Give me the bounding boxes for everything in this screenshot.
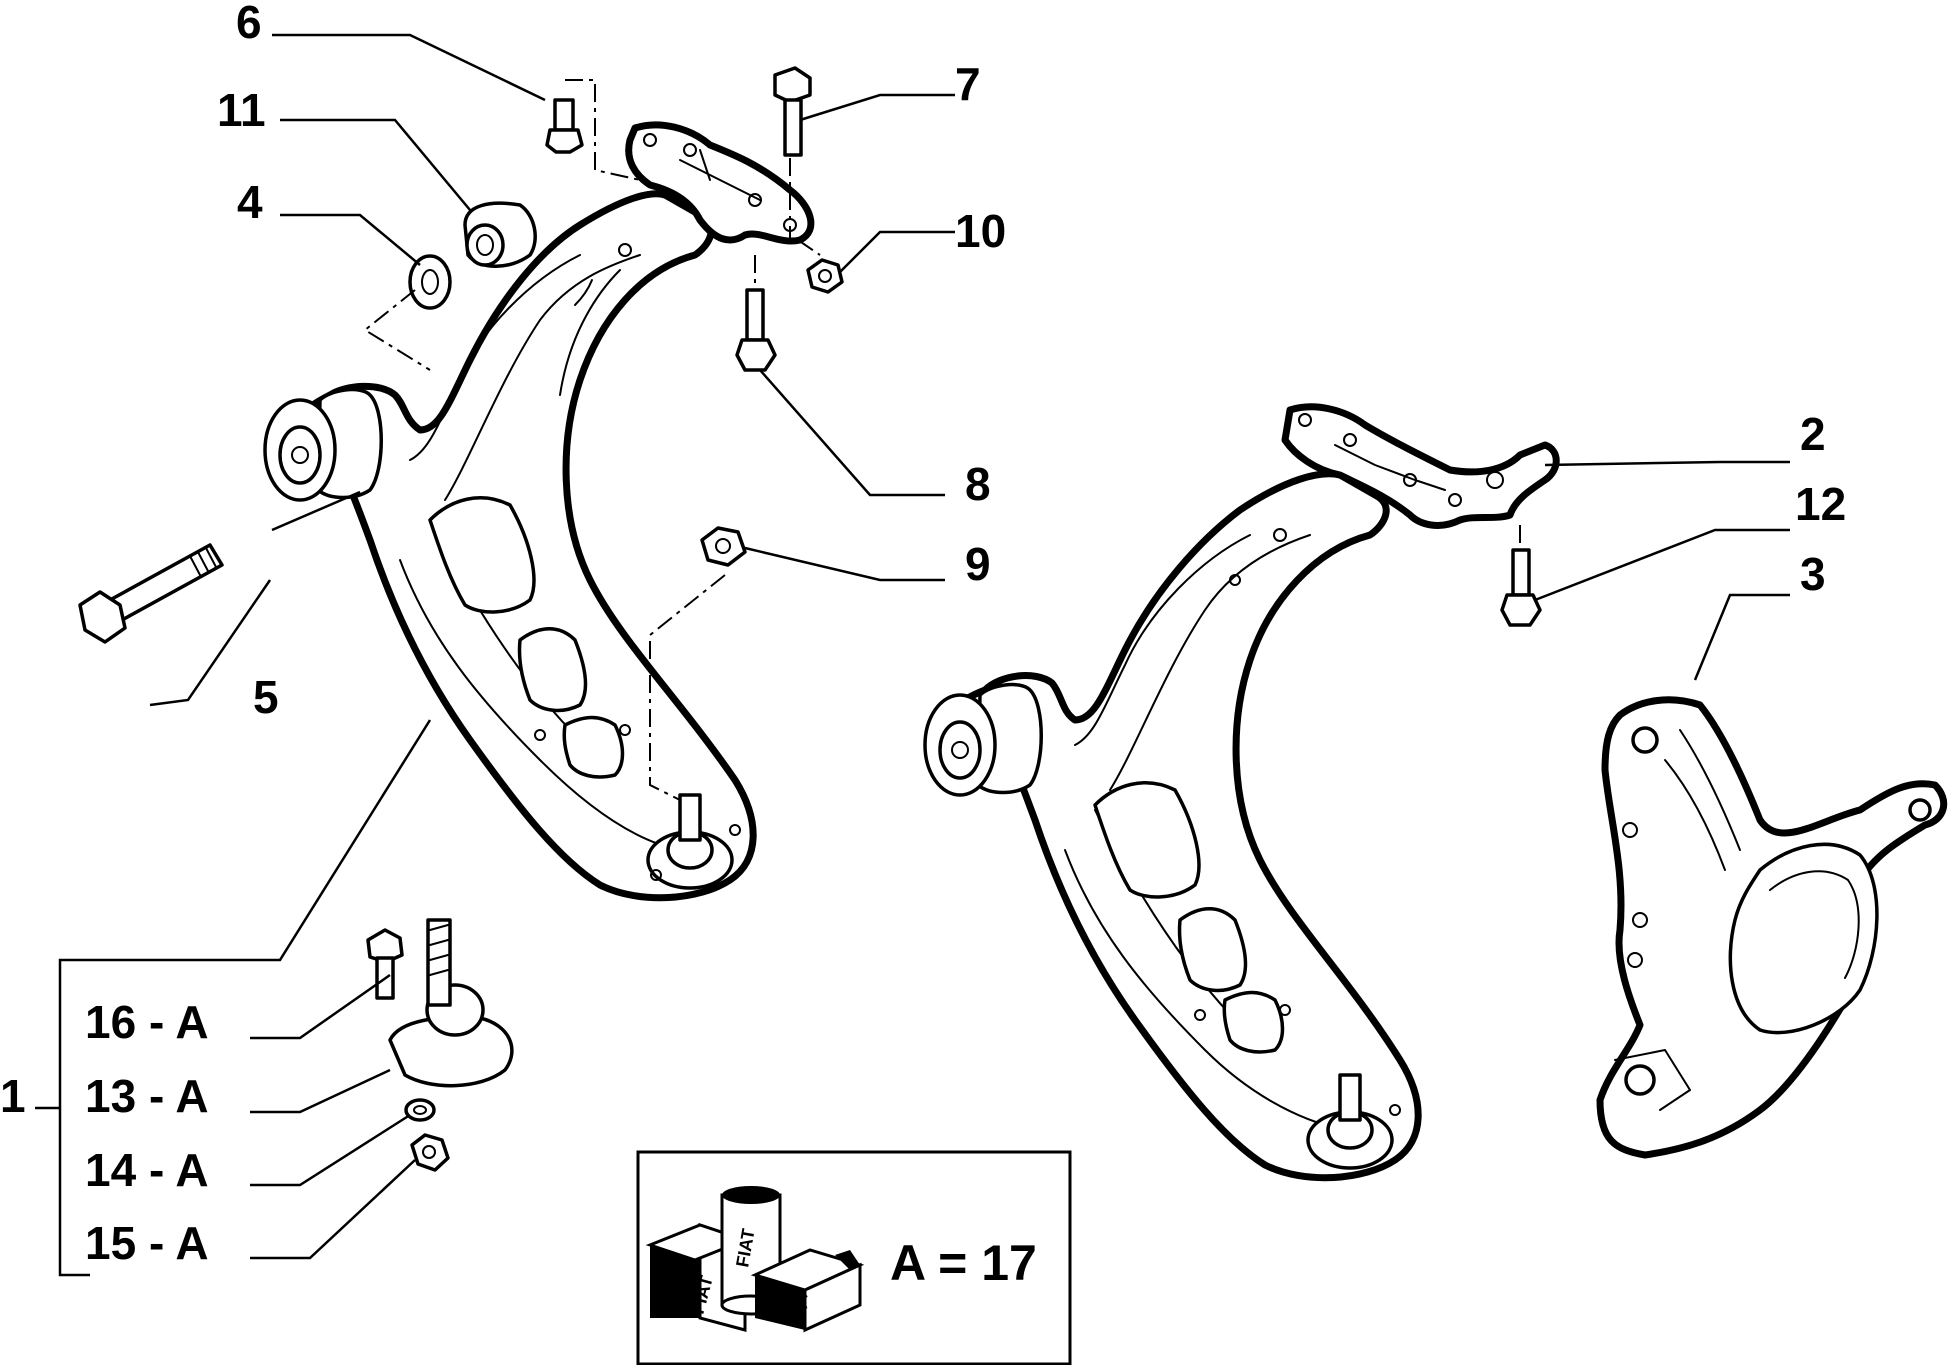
callout-3: 3 xyxy=(1800,548,1826,600)
bolt-7 xyxy=(773,66,812,157)
callout-8: 8 xyxy=(965,458,991,510)
bolt-6 xyxy=(545,98,584,154)
callout-7: 7 xyxy=(955,58,981,110)
nut-10 xyxy=(806,258,844,294)
legend-text: A = 17 xyxy=(890,1235,1037,1291)
callout-5: 5 xyxy=(253,671,279,723)
callout-13-A: 13 - A xyxy=(85,1070,209,1122)
callout-2: 2 xyxy=(1800,408,1826,460)
legend-box: FIAT FIAT FIAT A = 17 xyxy=(636,1150,1072,1365)
callout-4: 4 xyxy=(237,176,263,228)
hub-carrier-3 xyxy=(1596,696,1948,1159)
leader-lines xyxy=(35,33,1790,1277)
callout-14-A: 14 - A xyxy=(85,1144,209,1196)
washer-14 xyxy=(404,1098,436,1122)
left-wishbone-arm xyxy=(263,121,815,902)
callout-labels: 1 2 3 4 5 6 7 8 9 10 11 12 16 - A 13 - A… xyxy=(0,0,1846,1269)
bolt-16 xyxy=(366,928,404,1000)
assembly-center-lines xyxy=(363,79,1521,801)
ball-joint-13 xyxy=(388,918,514,1088)
bolt-8 xyxy=(735,288,777,372)
callout-11: 11 xyxy=(217,84,266,136)
callout-10: 10 xyxy=(955,205,1006,257)
washer-4 xyxy=(408,254,452,310)
callout-6: 6 xyxy=(236,0,262,48)
nut-15 xyxy=(410,1133,450,1172)
nut-9 xyxy=(700,526,747,567)
callout-16-A: 16 - A xyxy=(85,996,209,1048)
bolt-12 xyxy=(1500,548,1542,627)
callout-15-A: 15 - A xyxy=(85,1217,209,1269)
callout-1: 1 xyxy=(0,1070,26,1122)
callout-12: 12 xyxy=(1795,478,1846,530)
bolt-5 xyxy=(78,543,224,644)
nut-11 xyxy=(463,201,537,268)
fiat-kit-logo: FIAT FIAT FIAT xyxy=(645,1186,865,1333)
callout-9: 9 xyxy=(965,538,991,590)
right-wishbone-arm xyxy=(923,403,1560,1182)
